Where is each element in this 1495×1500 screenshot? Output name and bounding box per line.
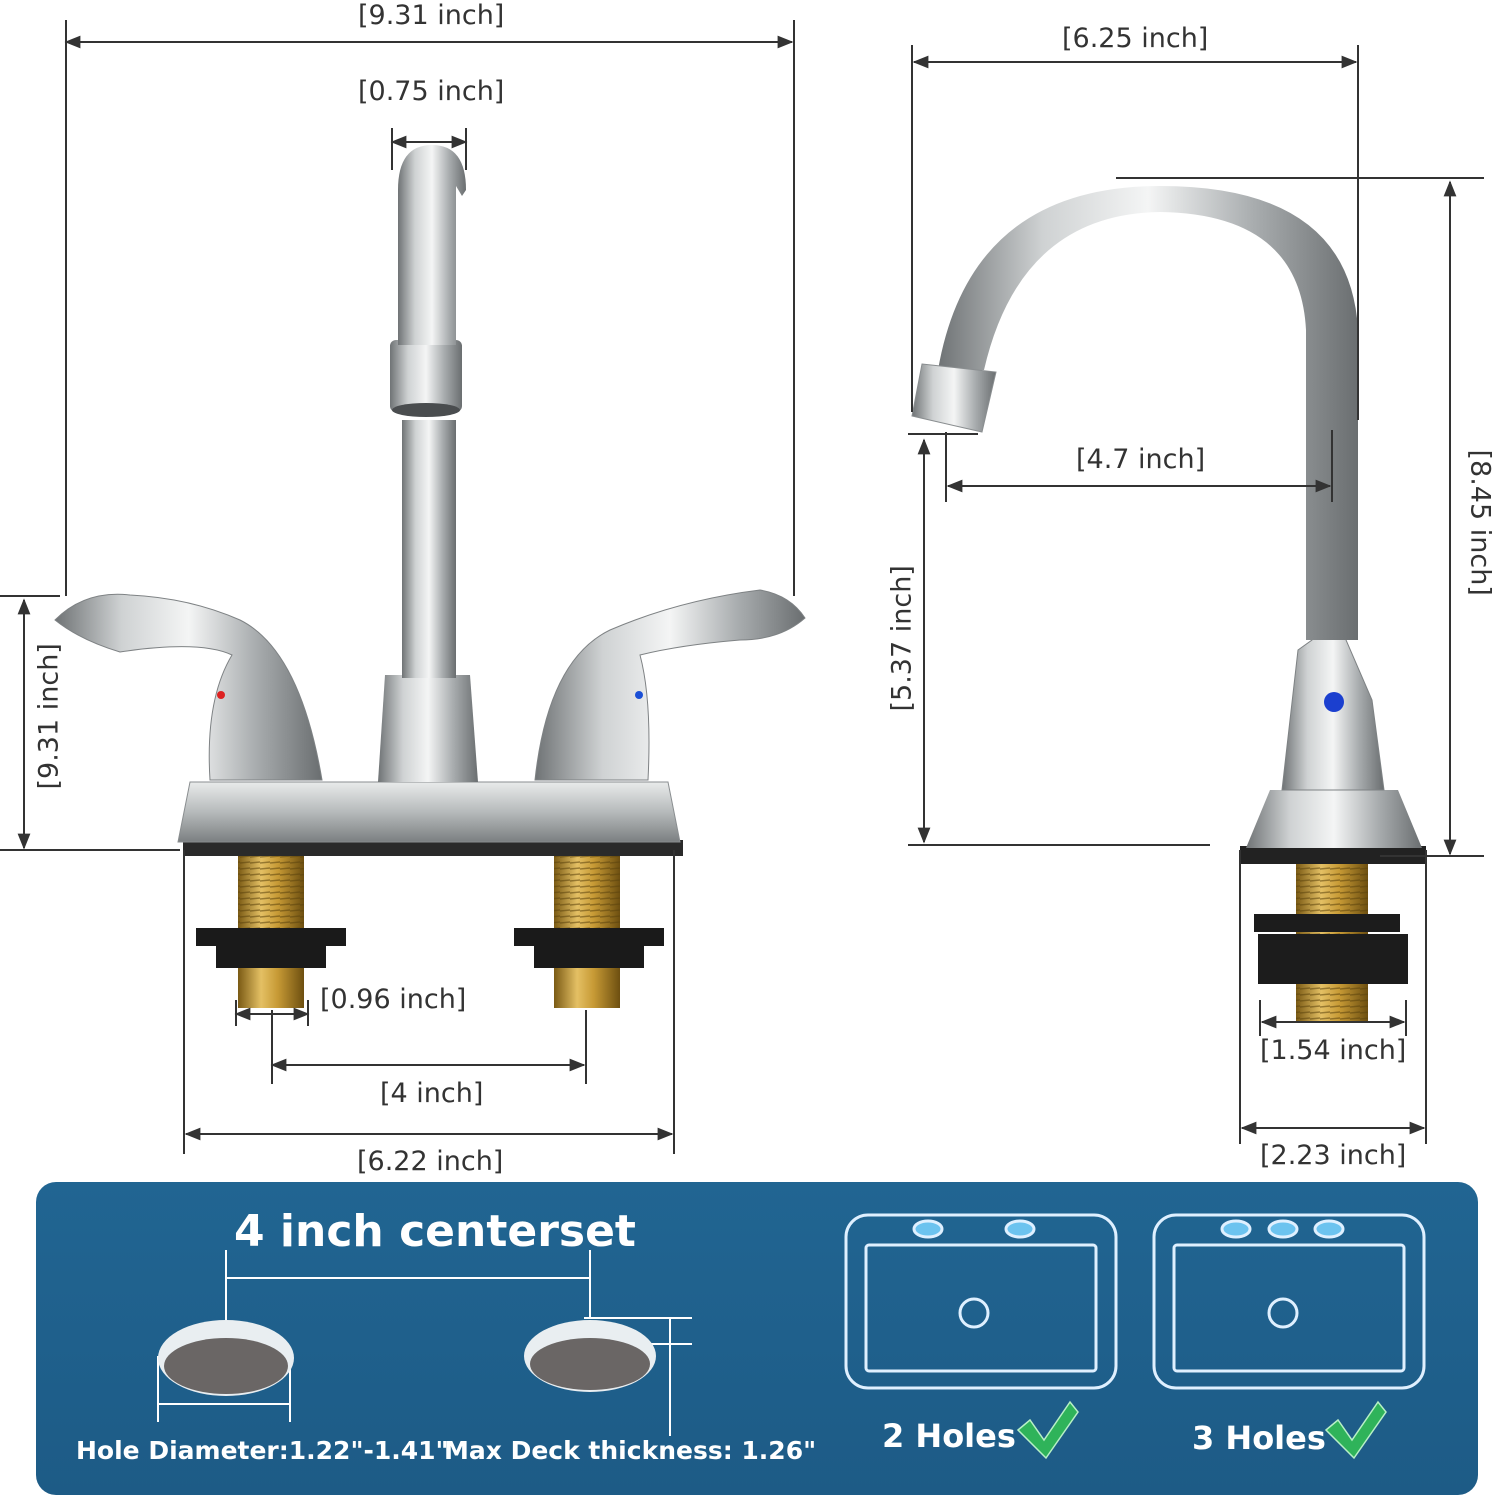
side-nut-upper	[1254, 914, 1400, 932]
side-base	[1246, 790, 1422, 848]
centerset-title: 4 inch centerset	[234, 1206, 636, 1257]
side-reach-label: [6.25 inch]	[1062, 23, 1209, 54]
nut-width-label: [1.54 inch]	[1260, 1035, 1407, 1066]
right-nut	[514, 928, 664, 968]
front-overall-width-label: [9.31 inch]	[358, 0, 505, 31]
left-handle	[54, 593, 323, 781]
center-spacing-label: [4 inch]	[380, 1078, 484, 1109]
front-faucet	[54, 145, 806, 1008]
inner-reach-label: [4.7 inch]	[1076, 444, 1206, 475]
three-holes-caption: 3 Holes	[1192, 1419, 1326, 1457]
side-faucet	[911, 186, 1426, 1022]
two-holes-caption: 2 Holes	[882, 1417, 1016, 1455]
front-spout-tube	[402, 420, 456, 678]
hole-diameter-caption: Hole Diameter:1.22"-1.41"	[76, 1436, 449, 1465]
deck-thickness-caption: Max Deck thickness: 1.26"	[444, 1436, 817, 1465]
base-gasket	[183, 840, 683, 856]
base-plate	[177, 781, 681, 843]
side-base-width-label: [2.23 inch]	[1260, 1140, 1407, 1171]
spout-clearance-label: [5.37 inch]	[886, 565, 918, 712]
side-height-label: [8.45 inch]	[1464, 449, 1495, 596]
shank-diameter-label: [0.96 inch]	[320, 984, 467, 1015]
left-nut	[196, 928, 346, 968]
spout-diameter-label: [0.75 inch]	[358, 76, 505, 107]
base-length-label: [6.22 inch]	[357, 1146, 504, 1177]
front-height-label: [9.31 inch]	[33, 643, 65, 790]
right-handle	[534, 589, 806, 781]
side-nut-lower	[1258, 934, 1408, 984]
side-gooseneck	[938, 186, 1358, 640]
dimension-lines	[0, 20, 1484, 1154]
